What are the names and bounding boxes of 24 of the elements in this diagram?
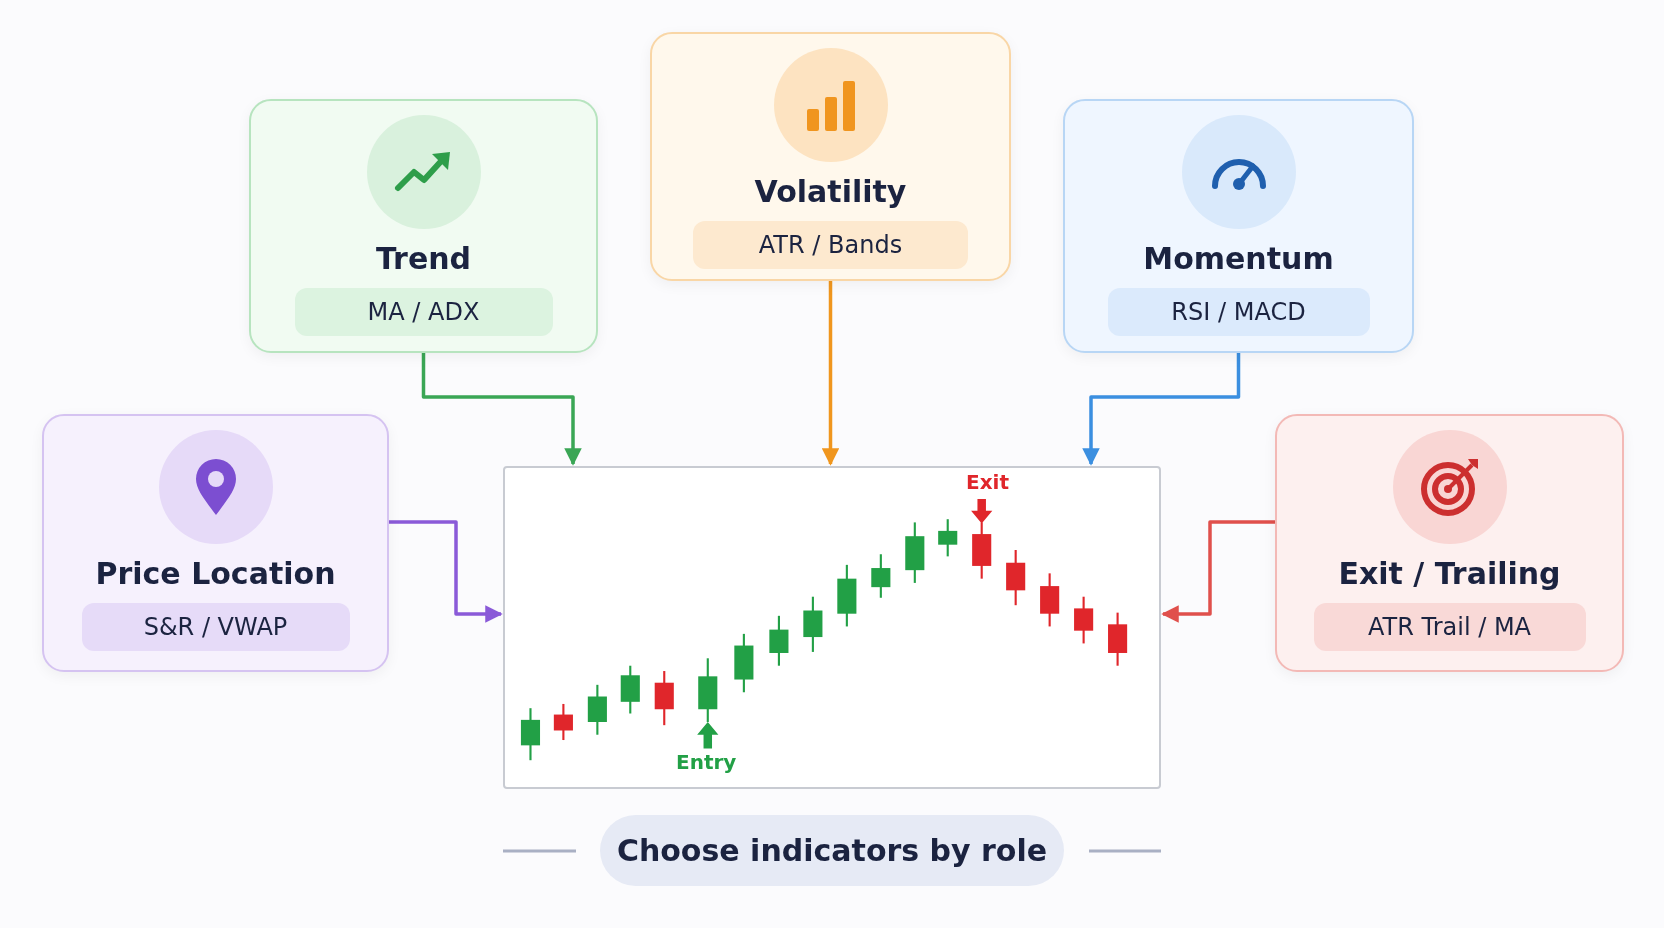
card-title: Momentum xyxy=(1143,241,1334,276)
candlestick-chart xyxy=(503,466,1161,789)
caption-pill: Choose indicators by role xyxy=(600,815,1064,886)
exit-label: Exit xyxy=(966,470,1009,494)
indicator-pill: ATR Trail / MA xyxy=(1313,603,1586,651)
indicator-card xyxy=(1063,99,1414,353)
indicator-pill: S&R / VWAP xyxy=(81,603,350,651)
arrow xyxy=(421,353,582,466)
indicator-pill: ATR / Bands xyxy=(693,221,968,269)
card-title: Volatility xyxy=(754,174,907,209)
arrow xyxy=(821,281,840,466)
indicator-card xyxy=(650,32,1011,281)
card-title: Exit / Trailing xyxy=(1338,556,1561,591)
indicator-pill: RSI / MACD xyxy=(1107,288,1370,336)
indicator-pill: MA / ADX xyxy=(294,288,553,336)
indicator-card xyxy=(42,414,389,672)
arrow xyxy=(1161,520,1275,623)
card-title: Price Location xyxy=(95,556,336,591)
card-title: Trend xyxy=(375,241,472,276)
indicator-card xyxy=(1275,414,1624,672)
arrow xyxy=(1082,353,1241,466)
entry-label: Entry xyxy=(676,750,737,774)
arrow xyxy=(389,520,503,623)
indicator-card xyxy=(249,99,598,353)
